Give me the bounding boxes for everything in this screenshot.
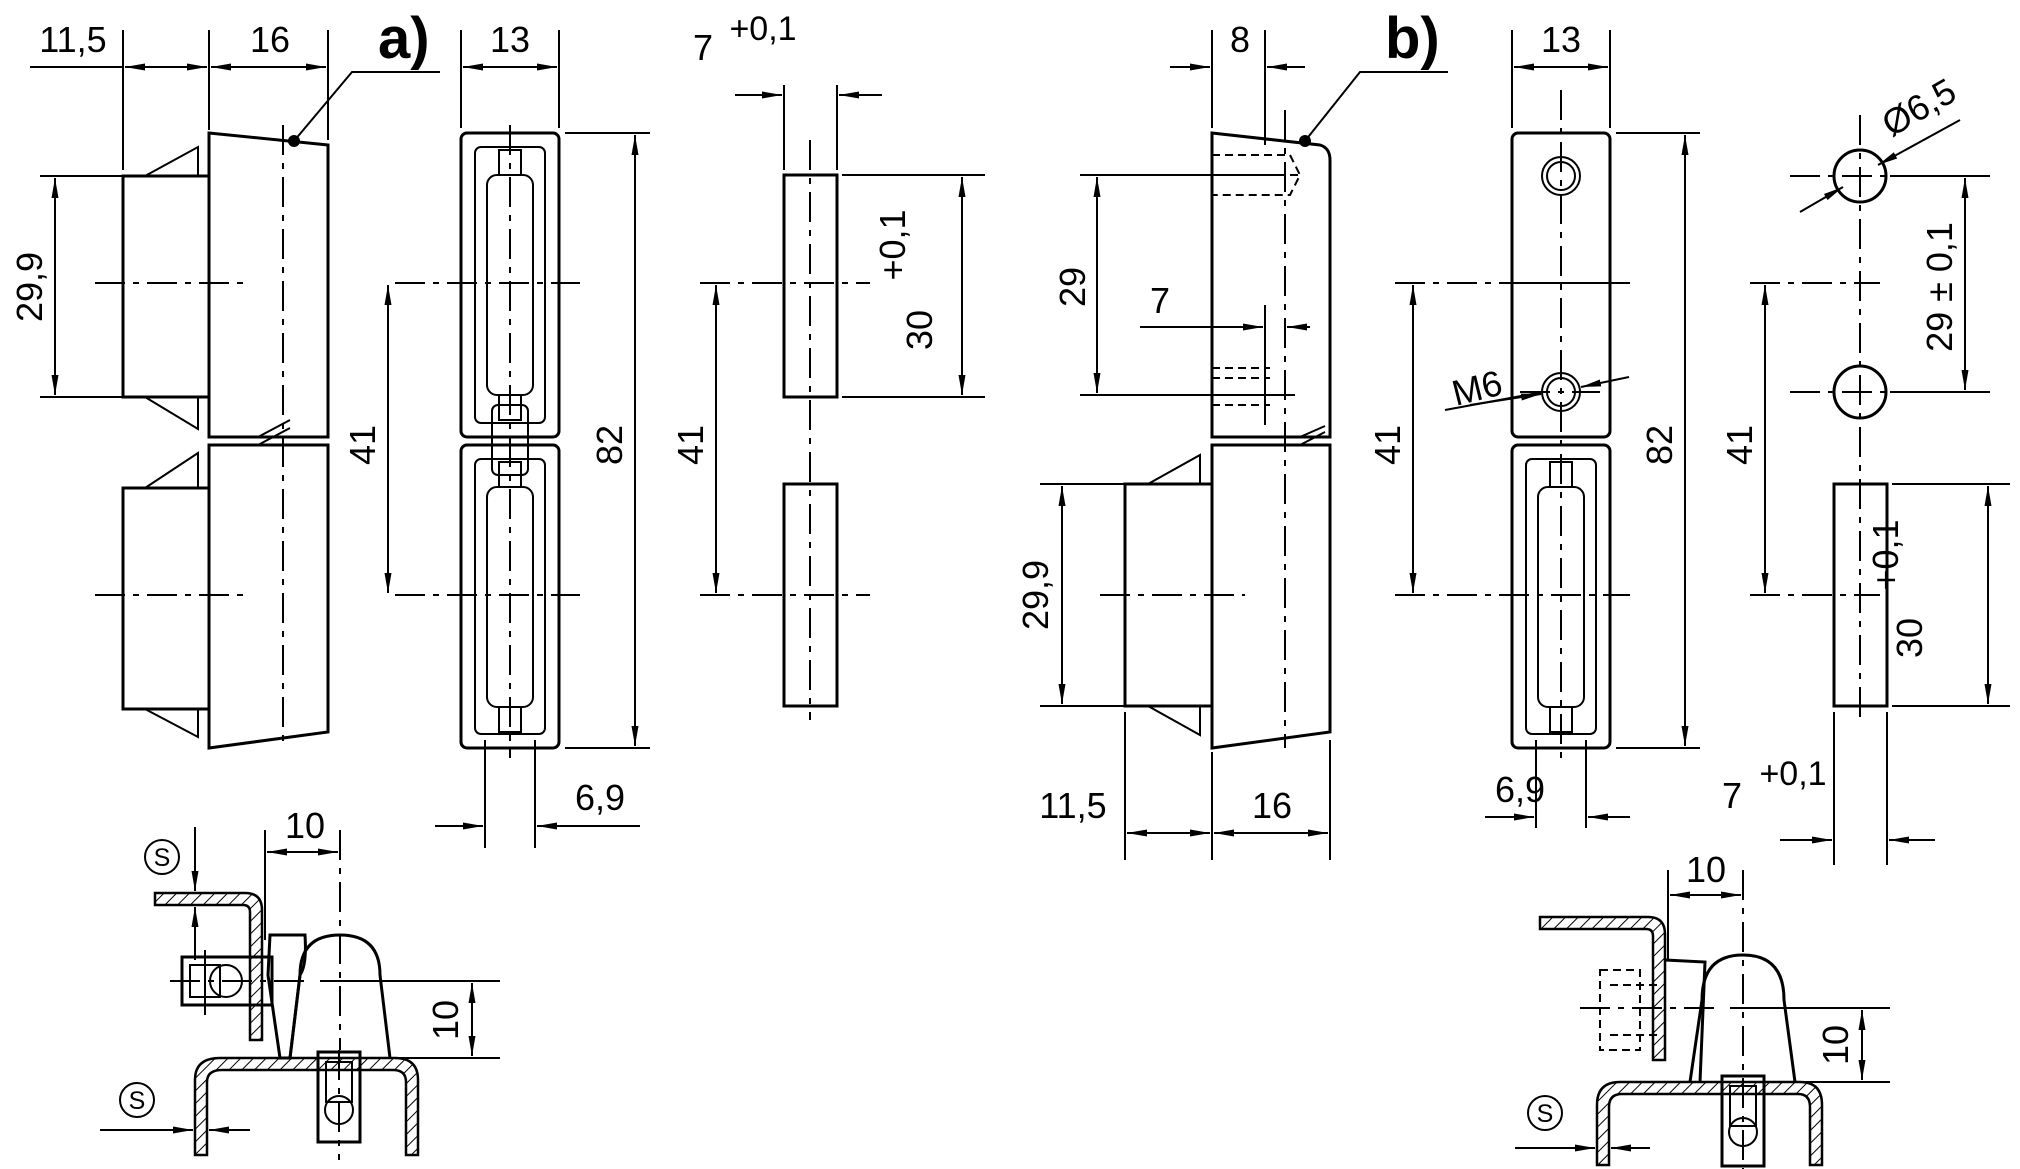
view-b-front: 13 82 41 M6 6,9 (1367, 19, 1700, 828)
view-a-section: 10 10 S S (100, 805, 500, 1160)
view-b-cutout: Ø6,5 29 ± 0,1 41 30 +0,1 7 +0,1 (1719, 70, 2010, 865)
view-label-b: b) (1385, 6, 1440, 71)
dim-b-thread: M6 (1448, 362, 1506, 414)
dim-a-cut-pitch: 41 (670, 425, 711, 465)
dim-a-front-width: 13 (490, 19, 530, 60)
dim-b-length: 82 (1639, 425, 1680, 465)
dim-b-section-height: 10 (1815, 1025, 1856, 1065)
dim-b-hole-pitch: 29 (1052, 267, 1093, 307)
dim-b-pitch: 41 (1367, 425, 1408, 465)
sheet-symbol-a-top: S (154, 844, 171, 872)
dim-b-cut-height: 30 (1889, 618, 1930, 658)
dim-b-slot-width: 6,9 (1495, 769, 1545, 810)
dim-b-hole-diameter: Ø6,5 (1875, 70, 1963, 145)
view-a-side: 11,5 16 29,9 a) (9, 6, 440, 750)
dim-b-hole-pitch-tol: 29 ± 0,1 (1919, 222, 1960, 352)
dim-b-pad-height: 29,9 (1015, 560, 1056, 630)
dim-b-left-width: 11,5 (1039, 785, 1106, 826)
dim-b-front-width: 13 (1541, 19, 1581, 60)
view-b-side: 8 29 7 29,9 11,5 16 b) (1015, 6, 1448, 860)
dim-b-top-width: 8 (1230, 19, 1250, 60)
dim-a-pad-height: 29,9 (9, 252, 50, 322)
dim-a-length: 82 (589, 425, 630, 465)
dim-b-cut-width: 7 (1722, 775, 1742, 816)
dim-b-offset: 7 (1150, 280, 1170, 321)
dim-a-pitch: 41 (342, 425, 383, 465)
dim-b-cut-pitch: 41 (1719, 425, 1760, 465)
dim-b-section-offset: 10 (1686, 849, 1726, 890)
dim-a-section-offset: 10 (285, 805, 325, 846)
dim-a-cut-width: 7 (693, 27, 713, 68)
dim-a-cut-height: 30 (899, 310, 940, 350)
dim-a-left-width: 11,5 (39, 19, 106, 60)
dim-b-cut-width-tol: +0,1 (1759, 755, 1826, 793)
view-a-front: 13 82 41 6,9 (342, 19, 650, 848)
dim-a-slot-width: 6,9 (575, 777, 625, 818)
view-a-cutout: 7 +0,1 30 +0,1 41 (670, 10, 985, 720)
view-label-a: a) (378, 6, 430, 71)
dim-b-cut-height-tol: +0,1 (1865, 519, 1906, 590)
view-b-section: 10 10 S (1515, 849, 1890, 1169)
sheet-symbol-a-bottom: S (129, 1087, 146, 1115)
dim-a-cut-height-tol: +0,1 (872, 209, 913, 280)
dim-b-body-width: 16 (1252, 785, 1292, 826)
dim-a-body-width: 16 (250, 19, 290, 60)
dim-a-cut-width-tol: +0,1 (729, 10, 796, 48)
dim-a-section-height: 10 (425, 1000, 466, 1040)
sheet-symbol-b: S (1537, 1100, 1554, 1128)
